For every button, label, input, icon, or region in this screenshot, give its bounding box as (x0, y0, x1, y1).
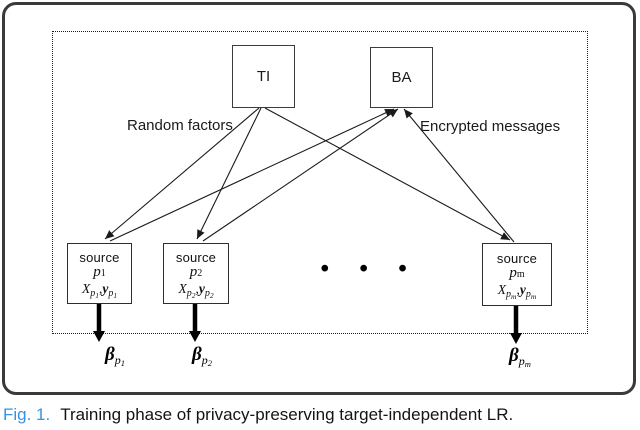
source-node-p2: source p2 Xp2,yp2 (163, 243, 229, 304)
encrypted-messages-label: Encrypted messages (420, 118, 561, 135)
ti-node-label: TI (256, 68, 271, 85)
sources-ellipsis: • • • (318, 257, 419, 283)
source-party-id: p1 (93, 264, 106, 281)
figure-caption: Fig. 1. Training phase of privacy-preser… (3, 405, 639, 425)
training-phase-boundary (52, 31, 588, 334)
figure-number-label: Fig. 1. (3, 405, 51, 424)
figure-caption-text: Training phase of privacy-preserving tar… (60, 405, 514, 424)
source-party-id: pm (509, 265, 525, 282)
source-title: source (175, 250, 217, 266)
source-title: source (496, 251, 538, 267)
arrow-ti-to-source1 (104, 107, 260, 240)
arrow-ti-to-source2 (196, 107, 262, 240)
source-data-vars: Xpm,ypm (497, 281, 537, 301)
arrow-source1-to-ba (109, 108, 395, 242)
figure-border (2, 2, 636, 395)
ti-node: TI (232, 45, 295, 108)
beta-output-p1: βp1 (105, 344, 125, 368)
arrow-sourcem-to-ba (403, 108, 515, 243)
arrow-ti-to-sourcem (264, 107, 511, 241)
beta-output-pm: βpm (509, 345, 531, 369)
source-data-vars: Xp1,yp1 (81, 280, 118, 300)
random-factors-label: Random factors (127, 117, 233, 134)
arrow-source2-to-ba (202, 108, 399, 242)
ba-node-label: BA (391, 69, 412, 86)
beta-output-p2: βp2 (192, 344, 212, 368)
source-node-p1: source p1 Xp1,yp1 (67, 243, 132, 304)
source-title: source (79, 250, 120, 266)
ba-node: BA (370, 47, 433, 108)
source-node-pm: source pm Xpm,ypm (482, 243, 552, 306)
source-party-id: p2 (189, 264, 203, 281)
source-data-vars: Xp2,yp2 (178, 280, 214, 300)
